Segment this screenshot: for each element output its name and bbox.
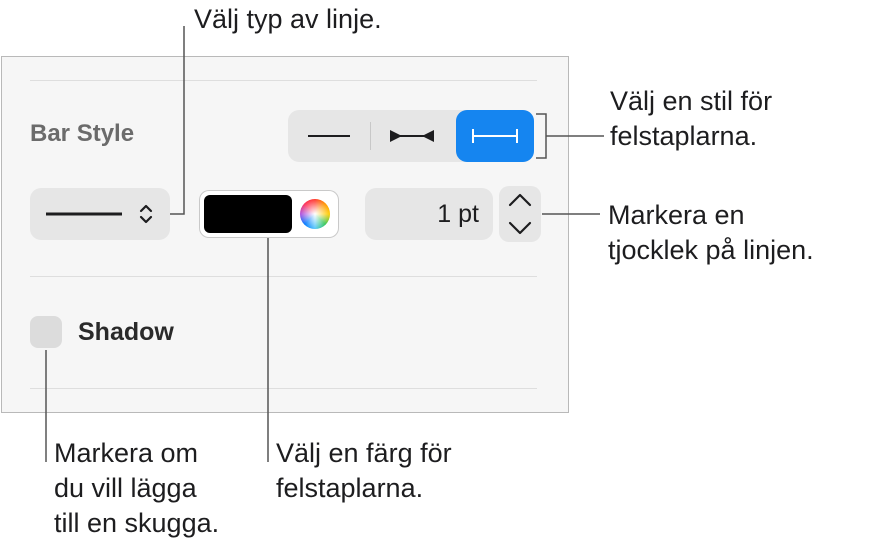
callout-line-type-text: Välj typ av linje. <box>194 4 382 34</box>
stepper-arrows-icon <box>508 193 532 235</box>
callout-bar-style-line-1: Välj en stil för <box>610 86 773 116</box>
converging-arrows-line-icon <box>390 130 434 142</box>
callout-color-line-1: Välj en färg för <box>276 438 452 468</box>
divider-bottom <box>30 388 537 389</box>
callout-line-type: Välj typ av linje. <box>194 2 382 37</box>
bar-style-arrows-segment[interactable] <box>370 110 454 162</box>
divider-top <box>30 80 537 81</box>
capped-line-icon <box>472 129 518 143</box>
solid-line-icon <box>46 212 122 216</box>
color-wheel-icon[interactable] <box>300 199 330 229</box>
bar-style-label: Bar Style <box>30 120 135 147</box>
callout-bar-style: Välj en stil för felstaplarna. <box>610 84 772 154</box>
callout-thickness: Markera en tjocklek på linjen. <box>608 198 814 268</box>
divider-middle <box>30 276 537 277</box>
color-well[interactable] <box>200 191 338 237</box>
callout-shadow-line-3: till en skugga. <box>54 508 220 538</box>
chevron-updown-icon <box>139 204 153 224</box>
callout-shadow-line-2: du vill lägga <box>54 473 197 503</box>
callout-shadow-line-1: Markera om <box>54 438 199 468</box>
plain-line-icon <box>308 135 350 137</box>
callout-color-line-2: felstaplarna. <box>276 473 424 503</box>
callout-color: Välj en färg för felstaplarna. <box>276 436 452 506</box>
bar-style-segmented-control <box>288 110 534 162</box>
line-thickness-stepper[interactable] <box>499 186 541 242</box>
shadow-label: Shadow <box>78 318 174 346</box>
bar-style-plain-segment[interactable] <box>288 110 370 162</box>
callout-thickness-line-2: tjocklek på linjen. <box>608 235 814 265</box>
line-style-popup[interactable] <box>30 188 170 240</box>
segment-separator <box>370 122 371 150</box>
line-thickness-field[interactable]: 1 pt <box>365 188 493 240</box>
callout-thickness-line-1: Markera en <box>608 200 745 230</box>
color-swatch[interactable] <box>204 195 292 233</box>
shadow-checkbox[interactable] <box>30 316 62 348</box>
callout-bar-style-line-2: felstaplarna. <box>610 121 758 151</box>
line-thickness-value: 1 pt <box>437 200 479 228</box>
callout-shadow: Markera om du vill lägga till en skugga. <box>54 436 219 541</box>
bar-style-capped-segment[interactable] <box>456 110 534 162</box>
